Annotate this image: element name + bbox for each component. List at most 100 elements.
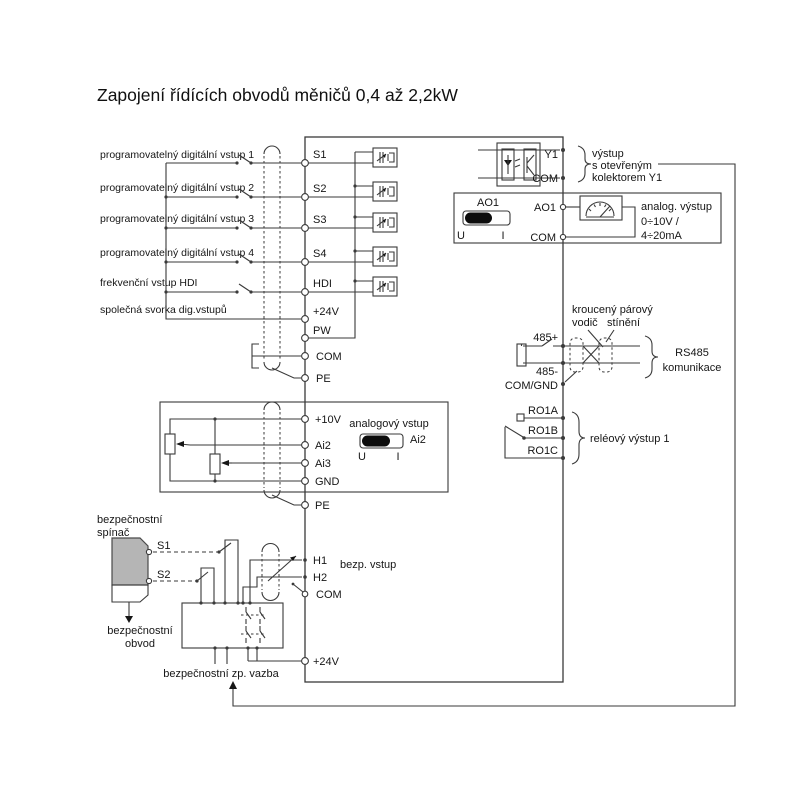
terminal-s3: S3 [313,214,326,226]
terminal-24v: +24V [313,306,340,318]
rs485-section: kroucený párový vodič stínění 485+ 485- … [505,304,722,392]
rs485-brace [644,335,659,379]
analog-input-box [159,401,449,493]
analog-input-title: analogový vstup [349,418,429,430]
terminal-com-safety: COM [316,589,342,601]
y1-caption-2: s otevřeným [592,160,652,172]
safety-switch-label-2: spínač [97,527,130,539]
switch-contact-icon [238,219,252,229]
potentiometer-icon [209,453,232,475]
terminal-y1-com: COM [532,173,558,185]
ao1-switch-title: AO1 [477,197,499,209]
twisted-pair-icon [569,337,613,373]
shield-label: stínění [607,317,640,329]
digital-inputs-section: programovatelný digitální vstup 1 progra… [100,145,301,379]
safety-relay-contacts-icon [241,607,266,643]
page-title: Zapojení řídících obvodů měničů 0,4 až 2… [97,85,458,105]
ao1-i-label: I [501,230,504,242]
terminal-ai2: Ai2 [315,440,331,452]
terminal-ro1b: RO1B [528,425,558,437]
terminal-gnd: GND [315,476,340,488]
twisted-pair-label-2: vodič [572,317,598,329]
ao1-u-label: U [457,230,465,242]
safety-s2-label: S2 [157,569,170,581]
terminal-pw: PW [313,325,331,337]
common-terminal-label: společná svorka dig.vstupů [100,304,227,316]
relay-caption: reléový výstup 1 [590,433,669,445]
opto-common-bus [308,152,356,339]
feedback-arrowhead [229,681,237,689]
terminal-ao1: AO1 [534,202,556,214]
relay-contact-icon [504,425,524,438]
terminal-24v-safety: +24V [313,656,340,668]
analog-output-caption-3: 4÷20mA [641,230,683,242]
ai-u-label: U [358,451,366,463]
terminal-485p: 485+ [533,332,558,344]
left-terminal-strip: S1 S2 S3 S4 HDI +24V PW COM PE [301,149,342,385]
485-contact-icon [541,338,553,347]
optocoupler-icon [372,276,398,297]
terminal-s4: S4 [313,248,326,260]
switch-contact-icon [238,154,252,164]
safety-circuit-label-2: obvod [125,638,155,650]
digital-input-3-label: programovatelný digitální vstup 3 [100,213,254,225]
com-shield-clamp [251,343,301,369]
safety-switch-label-1: bezpečnostní [97,514,162,526]
terminal-ao1-com: COM [530,232,556,244]
terminal-h2: H2 [313,572,327,584]
optocoupler-icon [372,246,398,267]
y1-brace [577,145,592,183]
switch-contact-icon [238,188,252,198]
analog-meter-icon [579,195,623,221]
digital-input-4-label: programovatelný digitální vstup 4 [100,247,254,259]
optocoupler-icon [372,212,398,233]
digital-common-bus [165,163,301,320]
safety-circuit-box [181,602,284,649]
cable-shield-icon [263,145,301,379]
safety-input-caption: bezp. vstup [340,559,396,571]
digital-input-2-label: programovatelný digitální vstup 2 [100,182,254,194]
terminal-s2: S2 [313,183,326,195]
relay-output-section: RO1A RO1B RO1C reléový výstup 1 [504,405,669,465]
ai2-ui-switch [359,433,404,449]
terminal-485m: 485- [536,366,558,378]
y1-optocoupler-icon [496,142,541,187]
y1-output-section: Y1 COM výstup s otevřeným kolektorem Y1 [478,142,662,187]
analog-output-box [453,192,722,244]
terminal-ro1c: RO1C [527,445,558,457]
y1-caption-3: kolektorem Y1 [592,172,662,184]
rs485-caption-1: RS485 [675,347,709,359]
optocoupler-column [308,147,398,339]
safety-switch-icon [111,537,153,623]
ai-i-label: I [396,451,399,463]
safety-feedback-label: bezpečnostní zp. vazba [163,668,279,680]
analog-cable-shield-icon [263,401,301,506]
analog-output-caption-1: analog. výstup [641,201,712,213]
ai2-switch-label: Ai2 [410,434,426,446]
terminal-10v: +10V [315,414,342,426]
optocoupler-icon [372,147,398,168]
terminal-hdi: HDI [313,278,332,290]
terminal-s1: S1 [313,149,326,161]
terminal-y1: Y1 [545,149,558,161]
terminal-pe2: PE [315,500,330,512]
terminal-pe: PE [316,373,331,385]
terminal-ai3: Ai3 [315,458,331,470]
relay-brace [571,411,586,465]
safety-section: bezpečnostní spínač bezpečnostní obvod S… [97,514,396,680]
ao1-ui-switch [462,210,511,226]
switch-contact-icon [238,253,252,263]
terminal-ro1a: RO1A [528,405,559,417]
terminal-com: COM [316,351,342,363]
analog-input-section: analogový vstup Ai2 U I +10V Ai2 Ai3 GND… [159,401,449,512]
switch-contact-icon [238,283,252,293]
safety-contact-icon [196,571,209,582]
com-contact-icon [292,583,304,593]
potentiometer-icon [164,433,191,455]
terminal-comgnd: COM/GND [505,380,558,392]
digital-input-1-label: programovatelný digitální vstup 1 [100,149,254,161]
feedback-loop-wire [229,163,736,707]
y1-caption-1: výstup [592,148,624,160]
